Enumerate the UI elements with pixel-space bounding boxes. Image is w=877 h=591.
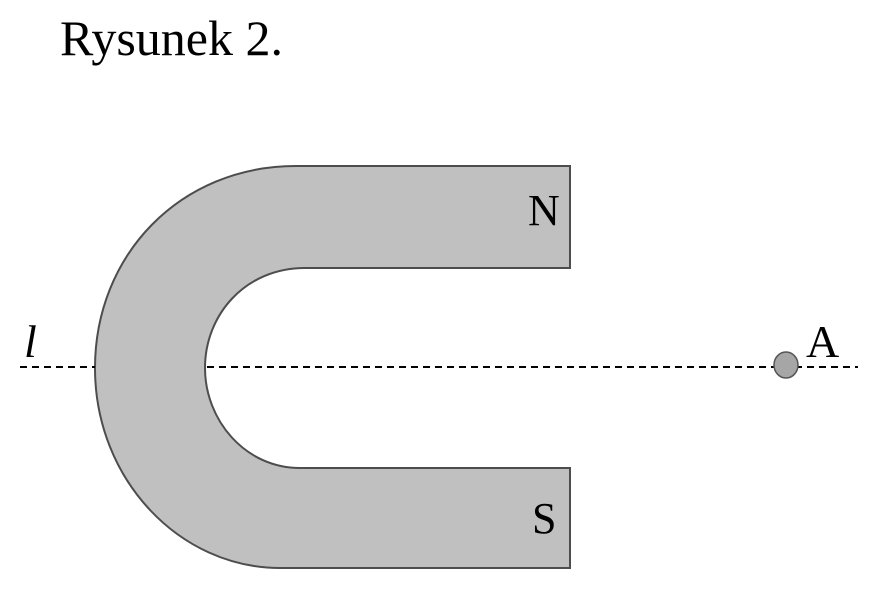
point-a-marker — [773, 351, 799, 379]
point-label: A — [806, 316, 839, 367]
north-pole-label: N — [528, 186, 560, 235]
horseshoe-magnet — [93, 165, 571, 569]
figure-title: Rysunek 2. — [60, 10, 283, 66]
line-label: l — [24, 316, 37, 367]
south-pole-label: S — [532, 494, 556, 543]
